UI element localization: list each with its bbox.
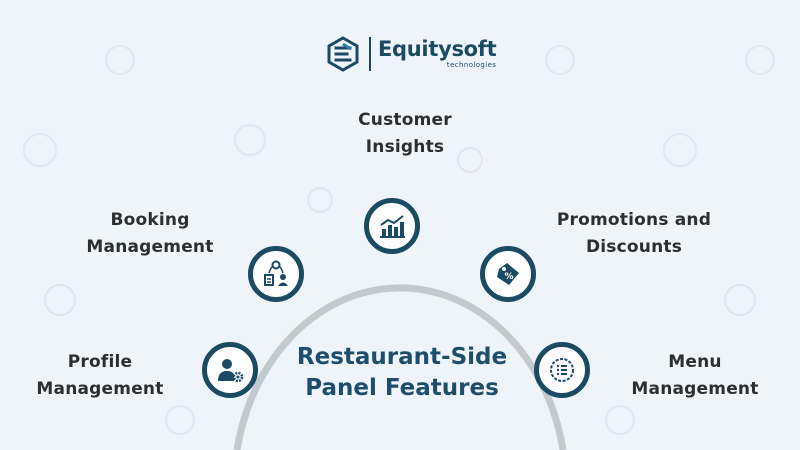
feature-node-menu-management — [534, 342, 590, 398]
feature-node-booking-management — [248, 246, 304, 302]
user-settings-icon — [218, 359, 244, 383]
feature-node-promotions-discounts: % — [480, 246, 536, 302]
logo-divider — [369, 37, 371, 71]
analytics-chart-icon — [380, 215, 405, 238]
feature-node-customer-insights — [364, 198, 420, 254]
discount-tag-icon: % — [497, 263, 519, 285]
equitysoft-logo-icon — [327, 36, 359, 72]
booking-management-icon — [264, 260, 288, 286]
brand-tagline: technologies — [446, 61, 497, 69]
feature-node-profile-management — [202, 342, 258, 398]
brand-logo: Equitysoft technologies — [325, 34, 497, 74]
svg-text:%: % — [504, 272, 513, 282]
brand-name: Equitysoft — [378, 37, 497, 61]
menu-list-icon — [550, 358, 574, 382]
